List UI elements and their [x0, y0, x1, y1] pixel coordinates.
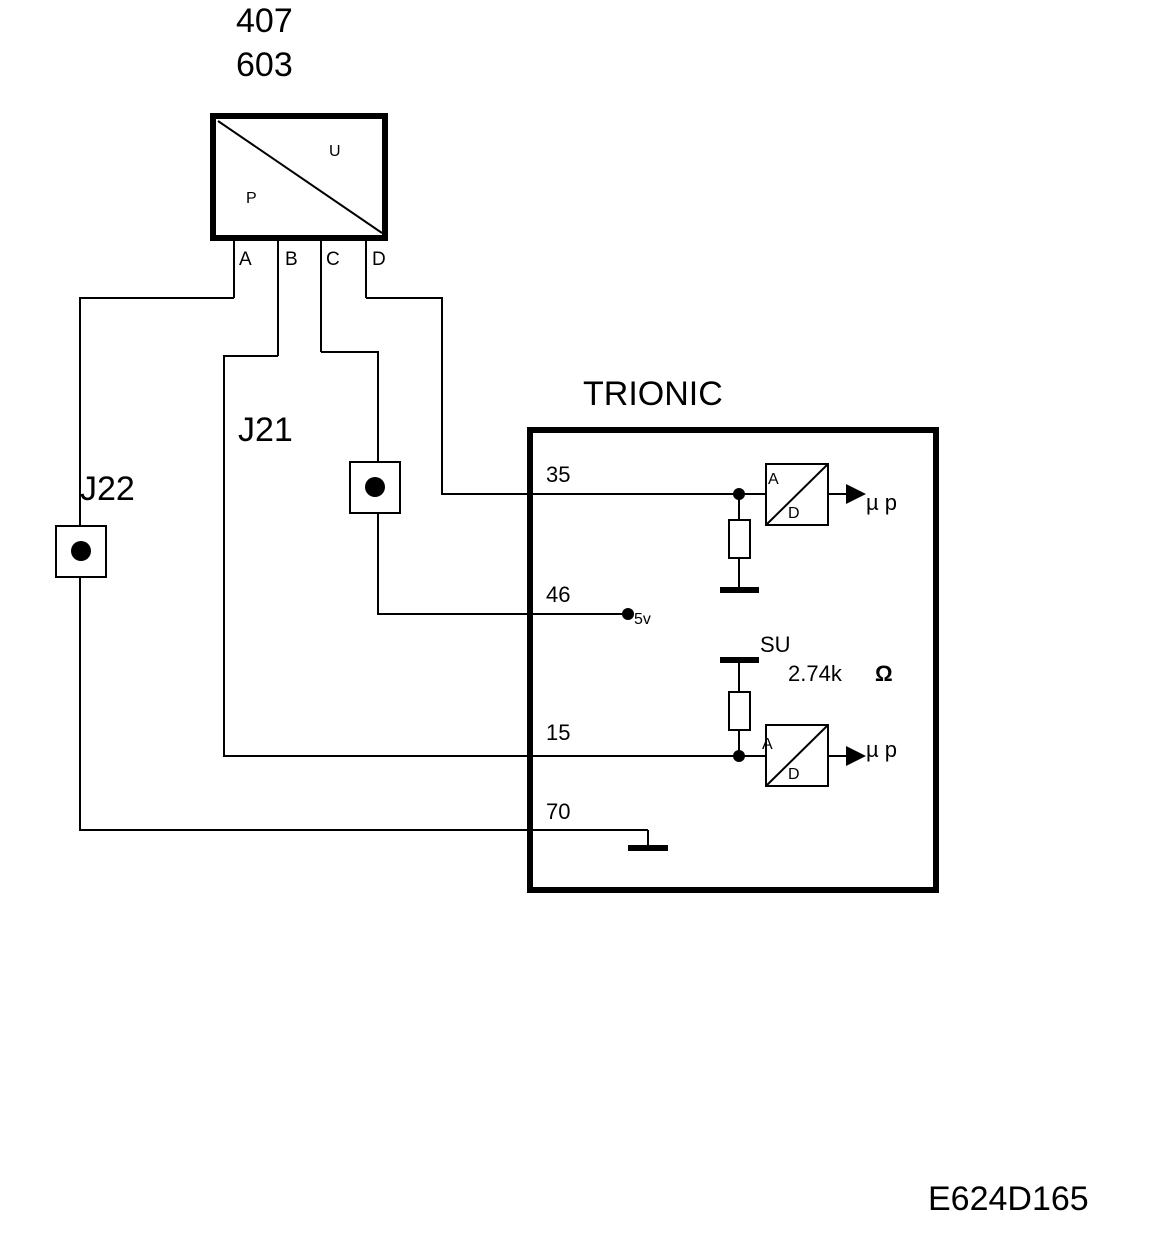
sensor-pin-d: D: [372, 249, 386, 270]
sensor-pin-a: A: [239, 249, 252, 270]
ecu-title: TRIONIC: [583, 375, 723, 413]
svg-text:A: A: [762, 736, 773, 753]
adc-converter-15: A D: [762, 724, 829, 787]
wire-b: [223, 355, 530, 757]
svg-text:D: D: [788, 505, 800, 522]
connector-j22-label: J22: [80, 470, 135, 508]
adc-converter-35: A D: [765, 463, 829, 526]
supply-5v-label: 5v: [634, 611, 651, 628]
pressure-sensor: U P: [210, 113, 388, 241]
ecu-pin-70: 70: [546, 799, 570, 824]
pullup-resistor: [728, 691, 751, 731]
sensor-number-bottom: 603: [236, 46, 293, 84]
svg-text:D: D: [788, 766, 800, 783]
wire-a: [79, 297, 530, 831]
ecu-pin-15: 15: [546, 720, 570, 745]
connector-j21: [349, 461, 401, 514]
svg-text:A: A: [768, 471, 779, 488]
connector-j22: [55, 525, 107, 578]
mu-p-label-15: µ p: [866, 737, 897, 762]
sensor-pin-c: C: [326, 249, 340, 270]
su-label: SU: [760, 632, 791, 657]
output-arrow-35: [846, 484, 866, 504]
output-arrow-15: [846, 746, 866, 766]
figure-code: E624D165: [928, 1180, 1089, 1218]
ohm-symbol: Ω: [875, 661, 893, 686]
pulldown-resistor: [728, 519, 751, 559]
trionic-ecu-box: [527, 427, 939, 893]
sensor-label-p: P: [246, 190, 257, 207]
sensor-label-u: U: [329, 143, 341, 160]
sensor-pin-b: B: [285, 249, 298, 270]
ecu-pin-46: 46: [546, 582, 570, 607]
wire-d: [366, 297, 530, 495]
ecu-pin-35: 35: [546, 462, 570, 487]
resistor-value: 2.74k: [788, 661, 843, 686]
mu-p-label-35: µ p: [866, 490, 897, 515]
connector-j21-label: J21: [238, 411, 293, 449]
sensor-number-top: 407: [236, 2, 293, 40]
